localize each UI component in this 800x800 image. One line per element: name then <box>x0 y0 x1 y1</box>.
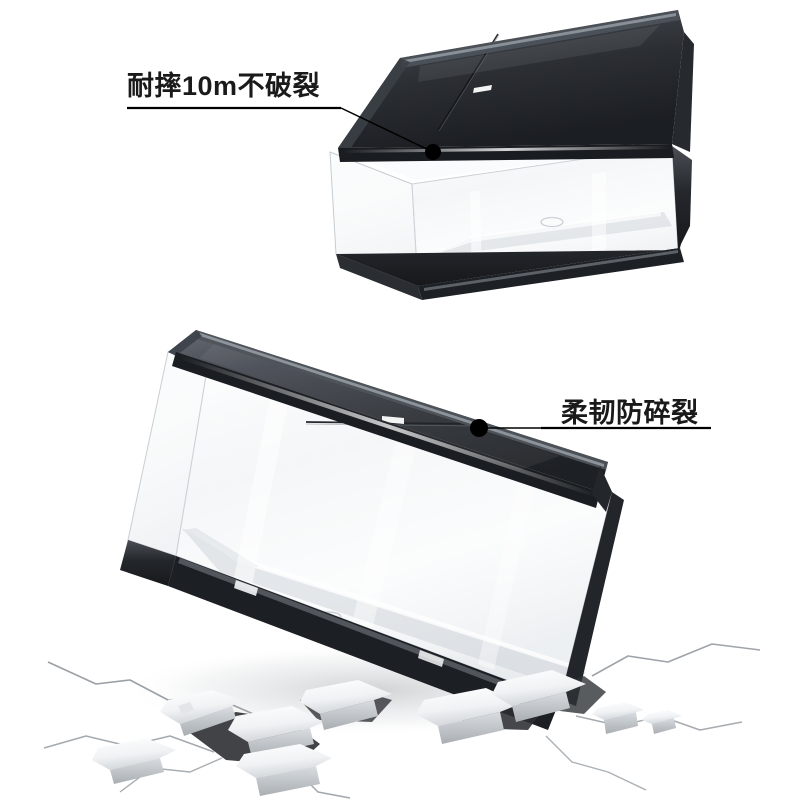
shard-4-side <box>438 712 504 744</box>
callout-flexible-shatterproof-label: 柔韧防碎裂 <box>561 398 699 428</box>
upper-base-rim-highlight <box>424 250 678 291</box>
lower-base-rim-front <box>168 556 560 730</box>
shard-5-side <box>512 692 570 722</box>
lower-glass-streak-3 <box>478 474 536 670</box>
lower-base-notch-2 <box>418 650 444 667</box>
upper-lid-panel <box>338 10 684 148</box>
lower-glass-streak-2 <box>352 432 418 630</box>
shard-1-side <box>180 706 236 736</box>
shard-4-top <box>416 688 520 726</box>
callout-1-marker-dot <box>425 144 441 160</box>
upper-lid-left-bevel <box>338 58 410 152</box>
lower-lid-left-bevel <box>168 330 202 356</box>
callout-flexible-shatterproof[interactable] <box>470 419 711 437</box>
shard-1-top <box>160 690 240 724</box>
upper-glass-streak-2 <box>592 172 606 268</box>
upper-inner-floor <box>420 212 672 260</box>
shard-3-top <box>300 680 392 714</box>
upper-lid-handle-notch <box>473 85 492 93</box>
lower-lid-front-edge-sheen <box>179 355 598 498</box>
lower-base-rim-left <box>120 540 176 586</box>
callout-2-marker-dot <box>470 419 488 437</box>
debris-chip-left <box>178 702 194 714</box>
callout-drop-resistance-label: 耐摔10m不破裂 <box>127 71 321 101</box>
crack-line-right-1 <box>591 643 761 677</box>
shard-7-side <box>256 766 320 796</box>
upper-lid-right-corner <box>672 32 694 152</box>
debris-cube-2-side <box>652 718 676 734</box>
lower-lid-right-corner <box>592 466 612 512</box>
shard-7-top <box>236 744 332 778</box>
crack-line-right-3 <box>545 735 647 791</box>
callout-drop-resistance[interactable] <box>127 106 441 160</box>
container-lower <box>120 330 624 736</box>
lower-base-rim-top-sheen <box>178 558 558 707</box>
debris-cube-1-side <box>604 712 638 734</box>
upper-lid-top-highlight <box>404 13 676 63</box>
upper-lid-specular <box>418 25 660 82</box>
lower-base-rim-right <box>560 492 624 706</box>
upper-emboss-logo <box>540 216 564 228</box>
lower-inner-floor-sheen <box>186 526 584 672</box>
upper-base-rim-left <box>336 254 422 300</box>
lower-lid-specular <box>200 344 560 470</box>
shard-5-top <box>492 670 586 706</box>
debris-cube-2-top <box>642 710 682 724</box>
lower-lid-top-highlight <box>200 333 604 467</box>
callout-1-leader-line <box>340 107 434 153</box>
upper-base-rim <box>336 214 688 286</box>
lower-glass-streak-1 <box>234 388 290 586</box>
upper-lid-front-edge-sheen <box>342 146 670 153</box>
shard-6-side <box>110 758 164 784</box>
debris-cube-1-top <box>592 702 644 720</box>
upper-right-corner <box>672 146 692 250</box>
crack-line-left-3 <box>119 757 223 793</box>
lower-lid-panel-main <box>176 330 608 492</box>
container-upper <box>329 10 694 300</box>
shard-2-top <box>228 706 324 742</box>
shard-6-top <box>92 738 176 770</box>
cracked-floor <box>43 643 761 799</box>
lower-base-notch-1 <box>234 580 258 596</box>
shard-3-side <box>320 700 378 730</box>
